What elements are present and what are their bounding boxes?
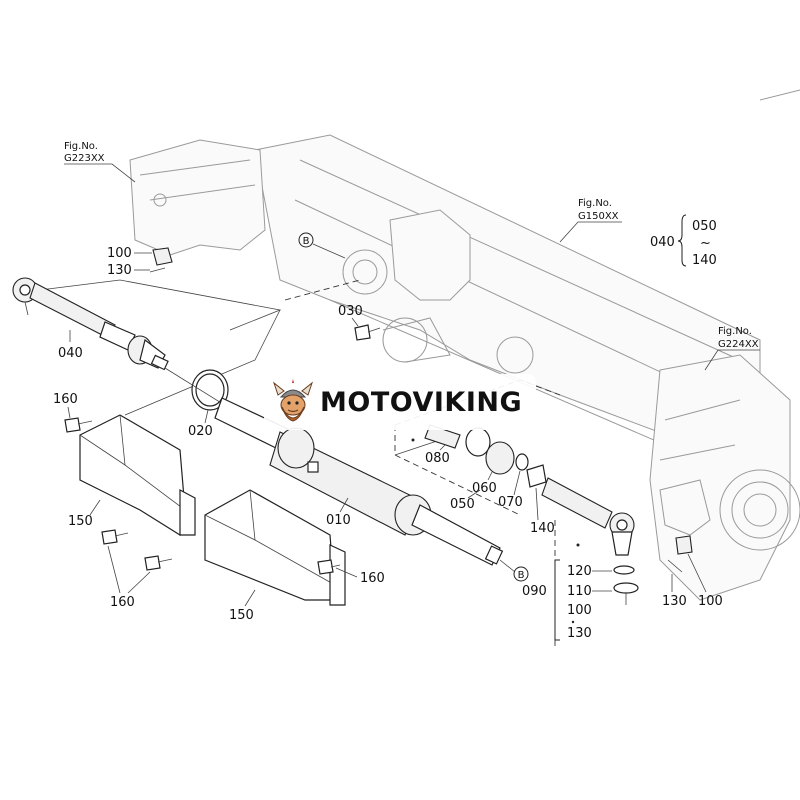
callout-100-top: 100 bbox=[107, 246, 132, 261]
nut-100-top bbox=[149, 247, 173, 273]
ref-marker-b-top-label: B bbox=[303, 236, 310, 247]
group-090-item-110: 110 bbox=[567, 584, 592, 599]
callout-070: 070 bbox=[498, 495, 523, 510]
callout-020: 020 bbox=[188, 424, 213, 439]
nut-100-right bbox=[667, 535, 693, 573]
fig-ref-g223: Fig.No. G223XX bbox=[64, 141, 136, 183]
fig-ref-g223-code: G223XX bbox=[64, 153, 105, 164]
bolt-030 bbox=[354, 324, 381, 341]
steering-cylinder-010 bbox=[214, 397, 516, 573]
callout-150-mid: 150 bbox=[229, 608, 254, 623]
fig-ref-g223-caption: Fig.No. bbox=[64, 141, 98, 152]
ref-marker-b-top: B bbox=[298, 232, 346, 259]
group-040-to: 140 bbox=[692, 253, 717, 268]
callout-050: 050 bbox=[450, 497, 475, 512]
tie-rod-040 bbox=[12, 277, 169, 371]
fig-ref-g150-code: G150XX bbox=[578, 211, 619, 222]
fig-ref-g224-caption: Fig.No. bbox=[718, 326, 752, 337]
callout-060: 060 bbox=[472, 481, 497, 496]
viking-mascot-icon bbox=[272, 379, 314, 422]
bolt-160-group bbox=[64, 417, 341, 575]
callout-040: 040 bbox=[58, 346, 83, 361]
piston-parts-right bbox=[424, 424, 613, 529]
group-boundary-lines bbox=[39, 279, 561, 650]
callout-160-bottom: 160 bbox=[110, 595, 135, 610]
group-090-label: 090 bbox=[522, 584, 547, 599]
group-040-from: 050 bbox=[692, 219, 717, 234]
snap-ring-020 bbox=[191, 369, 229, 411]
group-040-tilde: ~ bbox=[700, 236, 711, 251]
callout-160-mid: 160 bbox=[360, 571, 385, 586]
callout-030: 030 bbox=[338, 304, 363, 319]
cover-150-left bbox=[79, 414, 196, 536]
ref-marker-b-bottom: B bbox=[513, 566, 529, 582]
group-090-bracket: 090 120 110 100 130 bbox=[522, 543, 612, 641]
tie-rod-end-090 bbox=[609, 512, 639, 605]
group-040-label: 040 bbox=[650, 235, 675, 250]
fig-ref-g150-caption: Fig.No. bbox=[578, 198, 612, 209]
group-090-item-130: 130 bbox=[567, 626, 592, 641]
callout-labels: 100 130 030 040 160 020 080 060 070 050 … bbox=[53, 246, 723, 623]
callout-150-left: 150 bbox=[68, 514, 93, 529]
watermark-brand: MOTOVIKING bbox=[320, 386, 523, 418]
callout-100-right: 100 bbox=[698, 594, 723, 609]
group-090-item-120: 120 bbox=[567, 564, 592, 579]
ref-marker-b-bottom-label: B bbox=[518, 570, 525, 581]
callout-140: 140 bbox=[530, 521, 555, 536]
callout-130-right: 130 bbox=[662, 594, 687, 609]
callout-010: 010 bbox=[326, 513, 351, 528]
callout-160-topleft: 160 bbox=[53, 392, 78, 407]
fig-ref-g224-code: G224XX bbox=[718, 339, 759, 350]
fig-ref-g224: Fig.No. G224XX bbox=[704, 326, 760, 371]
cover-150-mid bbox=[204, 489, 346, 606]
fig-ref-g150: Fig.No. G150XX bbox=[559, 198, 622, 243]
group-040-bracket: 040 050 ~ 140 bbox=[650, 214, 717, 268]
watermark: MOTOVIKING bbox=[264, 374, 536, 430]
callout-130-top: 130 bbox=[107, 263, 132, 278]
callout-080: 080 bbox=[425, 451, 450, 466]
group-090-item-100: 100 bbox=[567, 603, 592, 618]
